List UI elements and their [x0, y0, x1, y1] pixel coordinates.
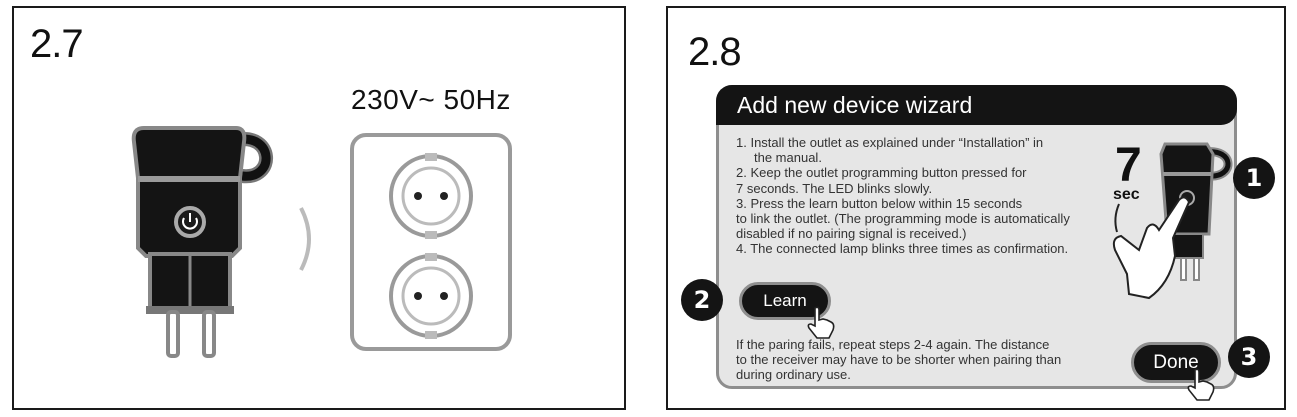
smart-plug-icon: [131, 126, 273, 358]
voltage-label: 230V~ 50Hz: [351, 84, 511, 115]
power-button-icon: [174, 206, 206, 238]
instruction-line: to link the outlet. (The programming mod…: [736, 211, 1070, 227]
wizard-instructions: 1. Install the outlet as explained under…: [736, 135, 1116, 257]
step-panel-2-8: 2.8 Add new device wizard 1. Install the…: [666, 6, 1286, 410]
instruction-line: 4. The connected lamp blinks three times…: [736, 241, 1069, 257]
footer-line: during ordinary use.: [736, 367, 851, 383]
footer-line: to the receiver may have to be shorter w…: [736, 352, 1062, 368]
arrow-right-icon: [299, 207, 311, 271]
done-button[interactable]: Done: [1131, 342, 1221, 383]
pointing-hand-icon: [1112, 142, 1233, 300]
step-number: 2.7: [30, 22, 84, 66]
hold-duration-unit: sec: [1113, 186, 1140, 203]
callout-badge-1: 1: [1233, 157, 1275, 199]
instruction-line: 3. Press the learn button below within 1…: [736, 195, 1023, 211]
wizard-title: Add new device wizard: [716, 85, 1237, 125]
add-device-wizard-dialog: Add new device wizard 1. Install the out…: [716, 85, 1237, 401]
step-panel-2-7: 2.7 230V~ 50Hz: [12, 6, 626, 410]
callout-badge-3: 3: [1228, 336, 1270, 378]
instruction-line: the manual.: [754, 150, 822, 166]
wizard-footer-note: If the paring fails, repeat steps 2-4 ag…: [736, 337, 1116, 383]
wall-socket-icon: [350, 133, 512, 351]
instruction-line: 2. Keep the outlet programming button pr…: [736, 165, 1027, 181]
callout-badge-2: 2: [681, 279, 723, 321]
cursor-hand-icon: [807, 306, 835, 339]
instruction-line: disabled if no pairing signal is receive…: [736, 226, 967, 242]
instruction-line: 1. Install the outlet as explained under…: [736, 135, 1044, 150]
instruction-line: 7 seconds. The LED blinks slowly.: [736, 180, 933, 196]
hold-duration-value: 7: [1115, 139, 1142, 192]
step-number: 2.8: [688, 30, 742, 74]
footer-line: If the paring fails, repeat steps 2-4 ag…: [736, 337, 1050, 352]
cursor-hand-icon: [1187, 368, 1215, 401]
